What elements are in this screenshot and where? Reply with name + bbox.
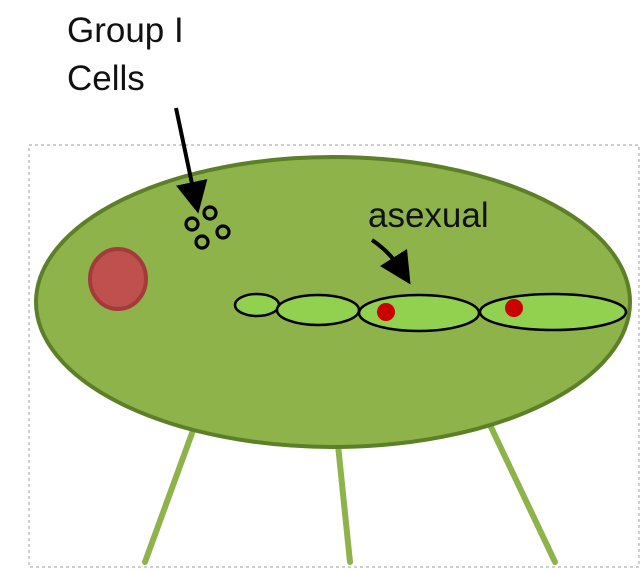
middle-leg [338, 445, 350, 562]
right-leg [490, 425, 555, 562]
group-label-line2: Cells [67, 59, 145, 98]
red-dot [505, 299, 523, 317]
asexual-label: asexual [368, 196, 489, 235]
left-leg [145, 425, 195, 562]
group-label-line1: Group I [67, 11, 184, 50]
chain-cell [359, 295, 479, 331]
nucleus [90, 249, 146, 309]
red-dot [377, 303, 395, 321]
chain-cell [480, 294, 626, 330]
chain-cell [235, 294, 279, 316]
chain-cell [277, 295, 359, 325]
